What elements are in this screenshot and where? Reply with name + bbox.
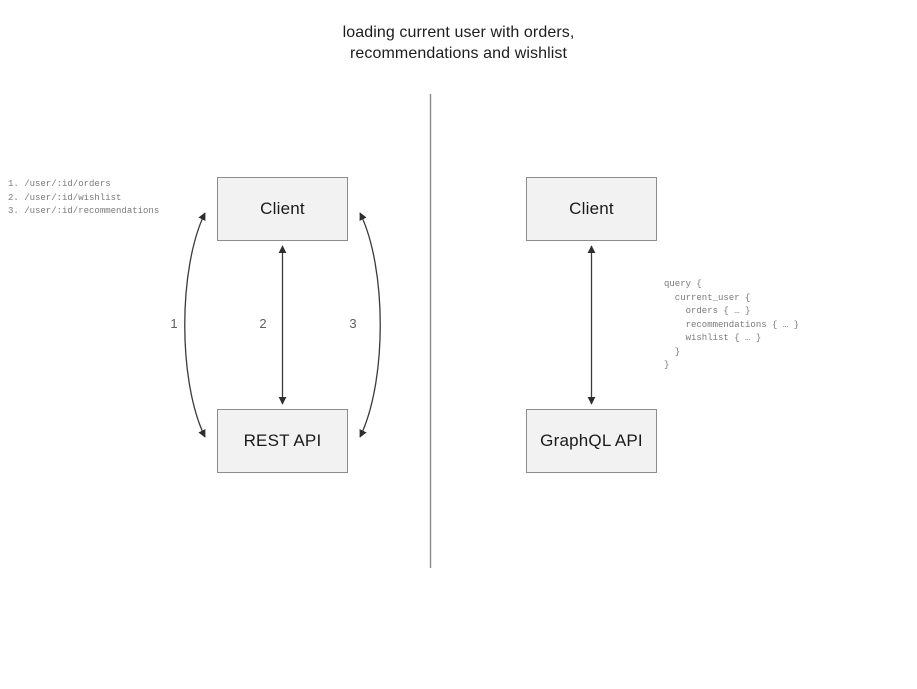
edge-label-3: 3: [349, 316, 357, 331]
graphql-query-snippet: query { current_user { orders { … } reco…: [664, 279, 800, 370]
edge-1-curve: [184, 212, 206, 438]
node-rest-api[interactable]: REST API: [217, 409, 348, 473]
node-graphql-api[interactable]: GraphQL API: [526, 409, 657, 473]
page-title: loading current user with orders, recomm…: [0, 22, 917, 64]
edge-label-2: 2: [259, 316, 267, 331]
rest-endpoint-list: 1. /user/:id/orders 2. /user/:id/wishlis…: [8, 179, 160, 216]
edge-3-curve: [359, 212, 381, 438]
edge-label-1: 1: [170, 316, 178, 331]
node-client-graphql[interactable]: Client: [526, 177, 657, 241]
page-title-line-2: recommendations and wishlist: [349, 45, 568, 62]
page-title-line-1: loading current user with orders,: [342, 24, 575, 41]
node-client-rest[interactable]: Client: [217, 177, 348, 241]
